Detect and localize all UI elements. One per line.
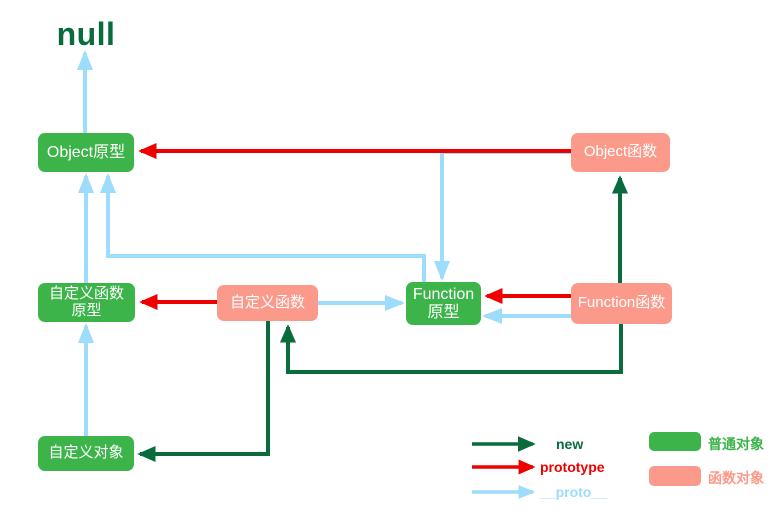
legend-swatch-plain-object xyxy=(649,432,701,451)
edge-object-fn-to-function-proto xyxy=(434,150,571,281)
node-object-proto[interactable]: Object原型 xyxy=(38,133,134,172)
node-function-proto[interactable]: Function 原型 xyxy=(406,282,481,325)
node-function-function[interactable]: Function函数 xyxy=(571,283,672,324)
legend-label-plain-object: 普通对象 xyxy=(708,436,764,452)
legend-swatch-function-object xyxy=(649,466,701,486)
node-custom-object[interactable]: 自定义对象 xyxy=(38,436,134,471)
node-object-function[interactable]: Object函数 xyxy=(571,133,670,172)
null-label: null xyxy=(56,16,116,52)
node-custom-function-proto[interactable]: 自定义函数 原型 xyxy=(38,283,135,322)
legend-label-proto: __proto__ xyxy=(540,484,607,500)
edge-custom-fn-new-custom-obj xyxy=(137,321,270,463)
edge-function-fn-new-custom-fn xyxy=(279,324,623,374)
node-custom-function[interactable]: 自定义函数 xyxy=(217,285,318,321)
edge-function-proto-to-object-proto xyxy=(100,173,426,282)
legend-label-prototype: prototype xyxy=(540,459,605,475)
legend-label-new: new xyxy=(556,436,584,452)
legend-label-function-object: 函数对象 xyxy=(708,470,764,486)
